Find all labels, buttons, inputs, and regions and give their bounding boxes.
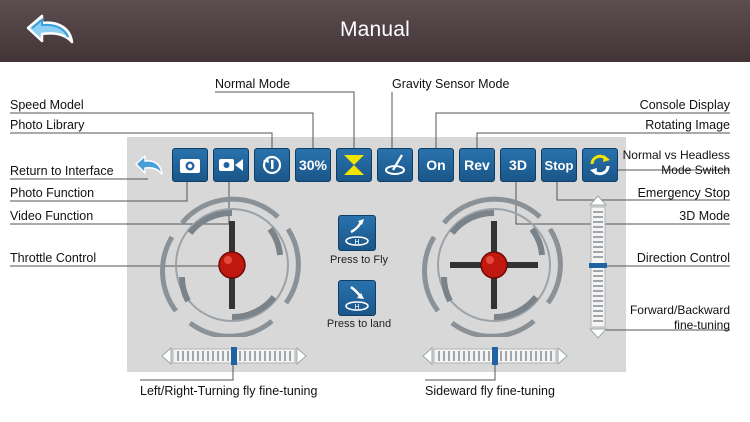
turning-trim-slider[interactable]: [160, 346, 308, 371]
return-to-interface-button[interactable]: [133, 153, 165, 184]
label-photo-function: Photo Function: [10, 186, 95, 200]
takeoff-button[interactable]: H: [338, 215, 376, 251]
back-button[interactable]: [20, 10, 80, 52]
label-throttle-control: Throttle Control: [10, 251, 97, 265]
label-rotating-image: Rotating Image: [645, 118, 730, 132]
label-fb-finetune: Forward/Backward fine-tuning: [630, 303, 730, 333]
3d-mode-button[interactable]: 3D: [500, 148, 536, 182]
headless-mode-button[interactable]: [582, 148, 618, 182]
speed-button[interactable]: 30%: [295, 148, 331, 182]
return-arrow-icon: [135, 155, 163, 175]
label-3d-mode: 3D Mode: [679, 209, 730, 223]
label-fb-finetune-line1: Forward/Backward: [629, 303, 730, 317]
forward-backward-trim-slider[interactable]: [588, 194, 608, 345]
svg-text:H: H: [354, 238, 359, 246]
takeoff-label: Press to Fly: [329, 254, 389, 266]
swap-arrows-icon: [590, 154, 610, 176]
label-headless-switch-line2: Mode Switch: [661, 163, 730, 177]
return-arrow-icon: [26, 14, 74, 44]
takeoff-icon: H: [345, 219, 369, 246]
label-emergency-stop: Emergency Stop: [637, 186, 730, 200]
label-turning-finetune: Left/Right-Turning fly fine-tuning: [140, 384, 318, 398]
label-normal-mode: Normal Mode: [215, 77, 291, 91]
label-fb-finetune-line2: fine-tuning: [673, 318, 730, 332]
tilt-sensor-icon: [385, 154, 405, 175]
header-bar: Manual: [0, 0, 750, 62]
video-camera-icon: [219, 159, 243, 171]
photo-library-button[interactable]: [254, 148, 290, 182]
svg-text:H: H: [354, 303, 359, 311]
rotate-image-button[interactable]: Rev: [459, 148, 495, 182]
label-speed-model: Speed Model: [10, 98, 84, 112]
label-sideward-finetune: Sideward fly fine-tuning: [425, 384, 555, 398]
sideward-trim-slider[interactable]: [421, 346, 569, 371]
land-label: Press to land: [326, 318, 392, 330]
land-button[interactable]: H: [338, 280, 376, 316]
landing-icon: H: [345, 286, 369, 311]
label-console-display: Console Display: [639, 98, 730, 112]
label-gravity-sensor-mode: Gravity Sensor Mode: [392, 77, 510, 91]
label-video-function: Video Function: [10, 209, 94, 223]
normal-mode-button[interactable]: [336, 148, 372, 182]
page-title: Manual: [339, 18, 411, 41]
camera-icon: [180, 159, 200, 173]
label-direction-control: Direction Control: [636, 251, 730, 265]
direction-joystick[interactable]: [422, 193, 566, 342]
label-photo-library: Photo Library: [10, 118, 85, 132]
hourglass-icon: [344, 155, 364, 175]
label-headless-switch: Normal vs Headless Mode Switch: [623, 148, 730, 178]
console-display-button[interactable]: On: [418, 148, 454, 182]
video-button[interactable]: [213, 148, 249, 182]
emergency-stop-button[interactable]: Stop: [541, 148, 577, 182]
throttle-joystick[interactable]: [160, 193, 304, 342]
refresh-dial-icon: [262, 155, 282, 175]
label-headless-switch-line1: Normal vs Headless: [622, 148, 730, 162]
gravity-sensor-button[interactable]: [377, 148, 413, 182]
photo-button[interactable]: [172, 148, 208, 182]
label-return-to-interface: Return to Interface: [10, 164, 114, 178]
